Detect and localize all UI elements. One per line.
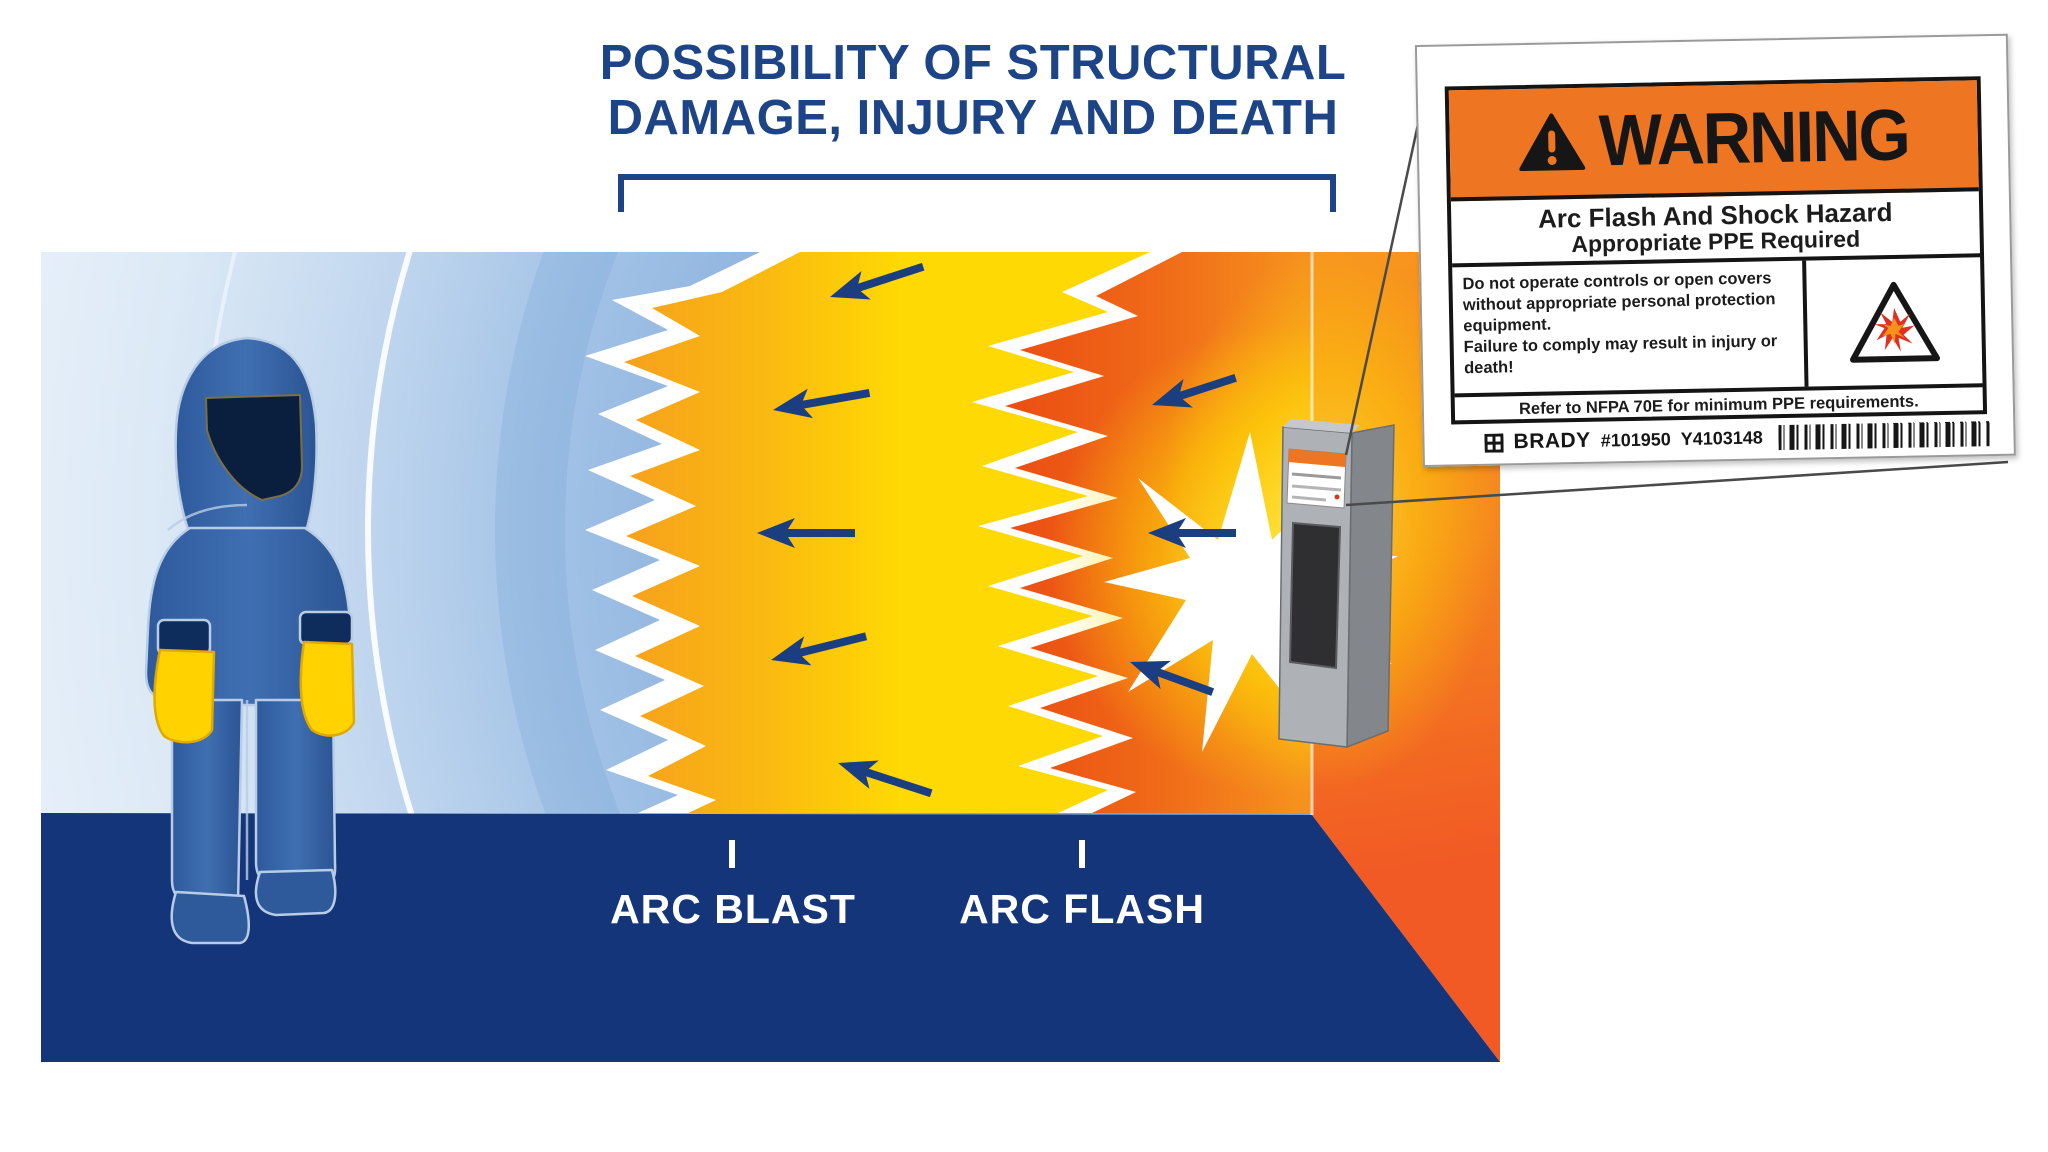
hazard-line-2: Appropriate PPE Required [1571, 225, 1861, 257]
panel-warning-label [1286, 448, 1347, 509]
brady-brand: BRADY [1513, 428, 1591, 454]
arc-flash-triangle-icon [1806, 257, 1982, 386]
left-boot [170, 890, 250, 945]
warning-header: WARNING [1448, 80, 1979, 202]
right-boot [254, 868, 337, 917]
warning-triangle-icon [1519, 112, 1586, 171]
warning-body-text: Do not operate controls or open covers w… [1452, 260, 1809, 394]
blast-radius-ring [365, 252, 416, 815]
right-cuff [298, 610, 354, 646]
right-glove [299, 640, 356, 737]
title-bracket [618, 174, 1336, 212]
arc-flash-label: ARC FLASH [959, 886, 1205, 932]
blast-wave-arrows [757, 262, 1237, 798]
warning-body: Do not operate controls or open covers w… [1452, 257, 1983, 398]
left-cuff [156, 618, 212, 656]
arc-blast-label: ARC BLAST [610, 886, 856, 932]
face-shield [205, 394, 303, 501]
title-line-1: POSSIBILITY OF STRUCTURAL [599, 36, 1347, 90]
zone-tick-marks [729, 840, 1085, 868]
page-title: POSSIBILITY OF STRUCTURAL DAMAGE, INJURY… [573, 36, 1373, 146]
sku-number: Y4103148 [1680, 426, 1764, 449]
worker-in-ppe-suit [144, 336, 356, 945]
brady-info-row: BRADY #101950 Y4103148 [1484, 418, 1992, 458]
body-paragraph-1: Do not operate controls or open covers w… [1462, 269, 1776, 336]
body-paragraph-2: Failure to comply may result in injury o… [1463, 332, 1778, 378]
part-number: #101950 [1600, 428, 1671, 451]
panel-window [1288, 521, 1342, 670]
title-line-2: DAMAGE, INJURY AND DEATH [607, 91, 1339, 145]
brady-logo-icon [1484, 432, 1504, 453]
explosion-starburst [1104, 432, 1398, 752]
left-glove [153, 648, 216, 744]
floor [41, 813, 1500, 1062]
warning-label-border: WARNING Arc Flash And Shock Hazard Appro… [1444, 76, 1988, 425]
electrical-panel [1278, 419, 1395, 749]
warning-signal-word: WARNING [1598, 94, 1910, 182]
hazard-title-band: Arc Flash And Shock Hazard Appropriate P… [1450, 191, 1981, 268]
barcode [1778, 420, 1992, 450]
warning-label-card: WARNING Arc Flash And Shock Hazard Appro… [1414, 33, 2016, 467]
